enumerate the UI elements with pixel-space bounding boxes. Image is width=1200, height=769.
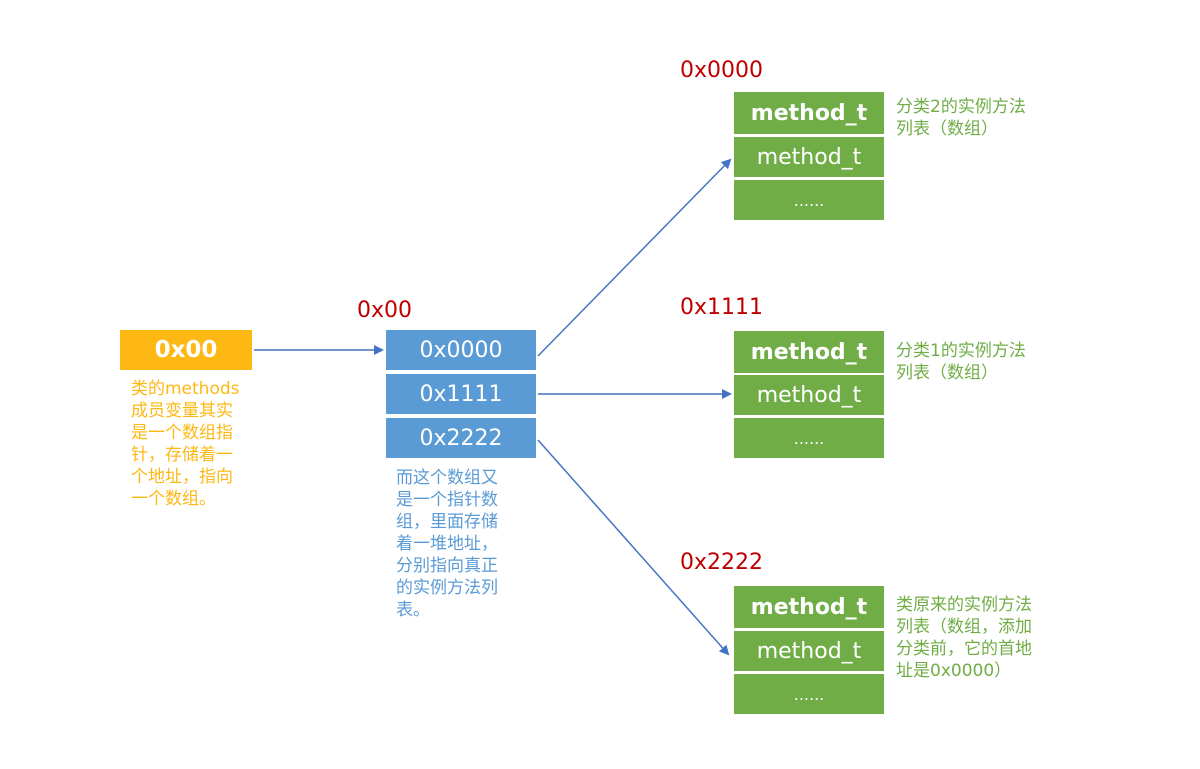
method-row: method_t [734,331,884,373]
method-row: method_t [734,586,884,628]
arrow-cell0-to-list0 [537,158,732,357]
pointer-array-cell: 0x1111 [386,374,536,414]
method-list-note: 类原来的实例方法 列表（数组，添加 分类前，它的首地 址是0x0000） [896,595,1032,681]
method-row: method_t [734,375,884,415]
method-row: ...... [734,418,884,458]
method-list-address: 0x0000 [680,58,764,83]
method-list-address: 0x1111 [680,295,764,320]
method-row: ...... [734,674,884,714]
arrow-cell2-to-list2 [537,439,730,656]
pointer-array-cell: 0x0000 [386,330,536,370]
pointer-array-cell: 0x2222 [386,418,536,458]
method-row: method_t [734,631,884,671]
pointer-array-address: 0x00 [357,298,413,323]
method-row: method_t [734,137,884,177]
method-list-address: 0x2222 [680,550,764,575]
method-row: method_t [734,92,884,134]
method-row: ...... [734,180,884,220]
method-list-note: 分类1的实例方法 列表（数组） [896,341,1026,383]
class-pointer-box: 0x00 [120,330,252,370]
method-list-note: 分类2的实例方法 列表（数组） [896,97,1026,139]
pointer-array-note: 而这个数组又 是一个指针数 组，里面存储 着一堆地址， 分别指向真正 的实例方法… [396,468,498,620]
class-pointer-note: 类的methods 成员变量其实 是一个数组指 针，存储着一 个地址，指向 一个… [131,379,240,509]
